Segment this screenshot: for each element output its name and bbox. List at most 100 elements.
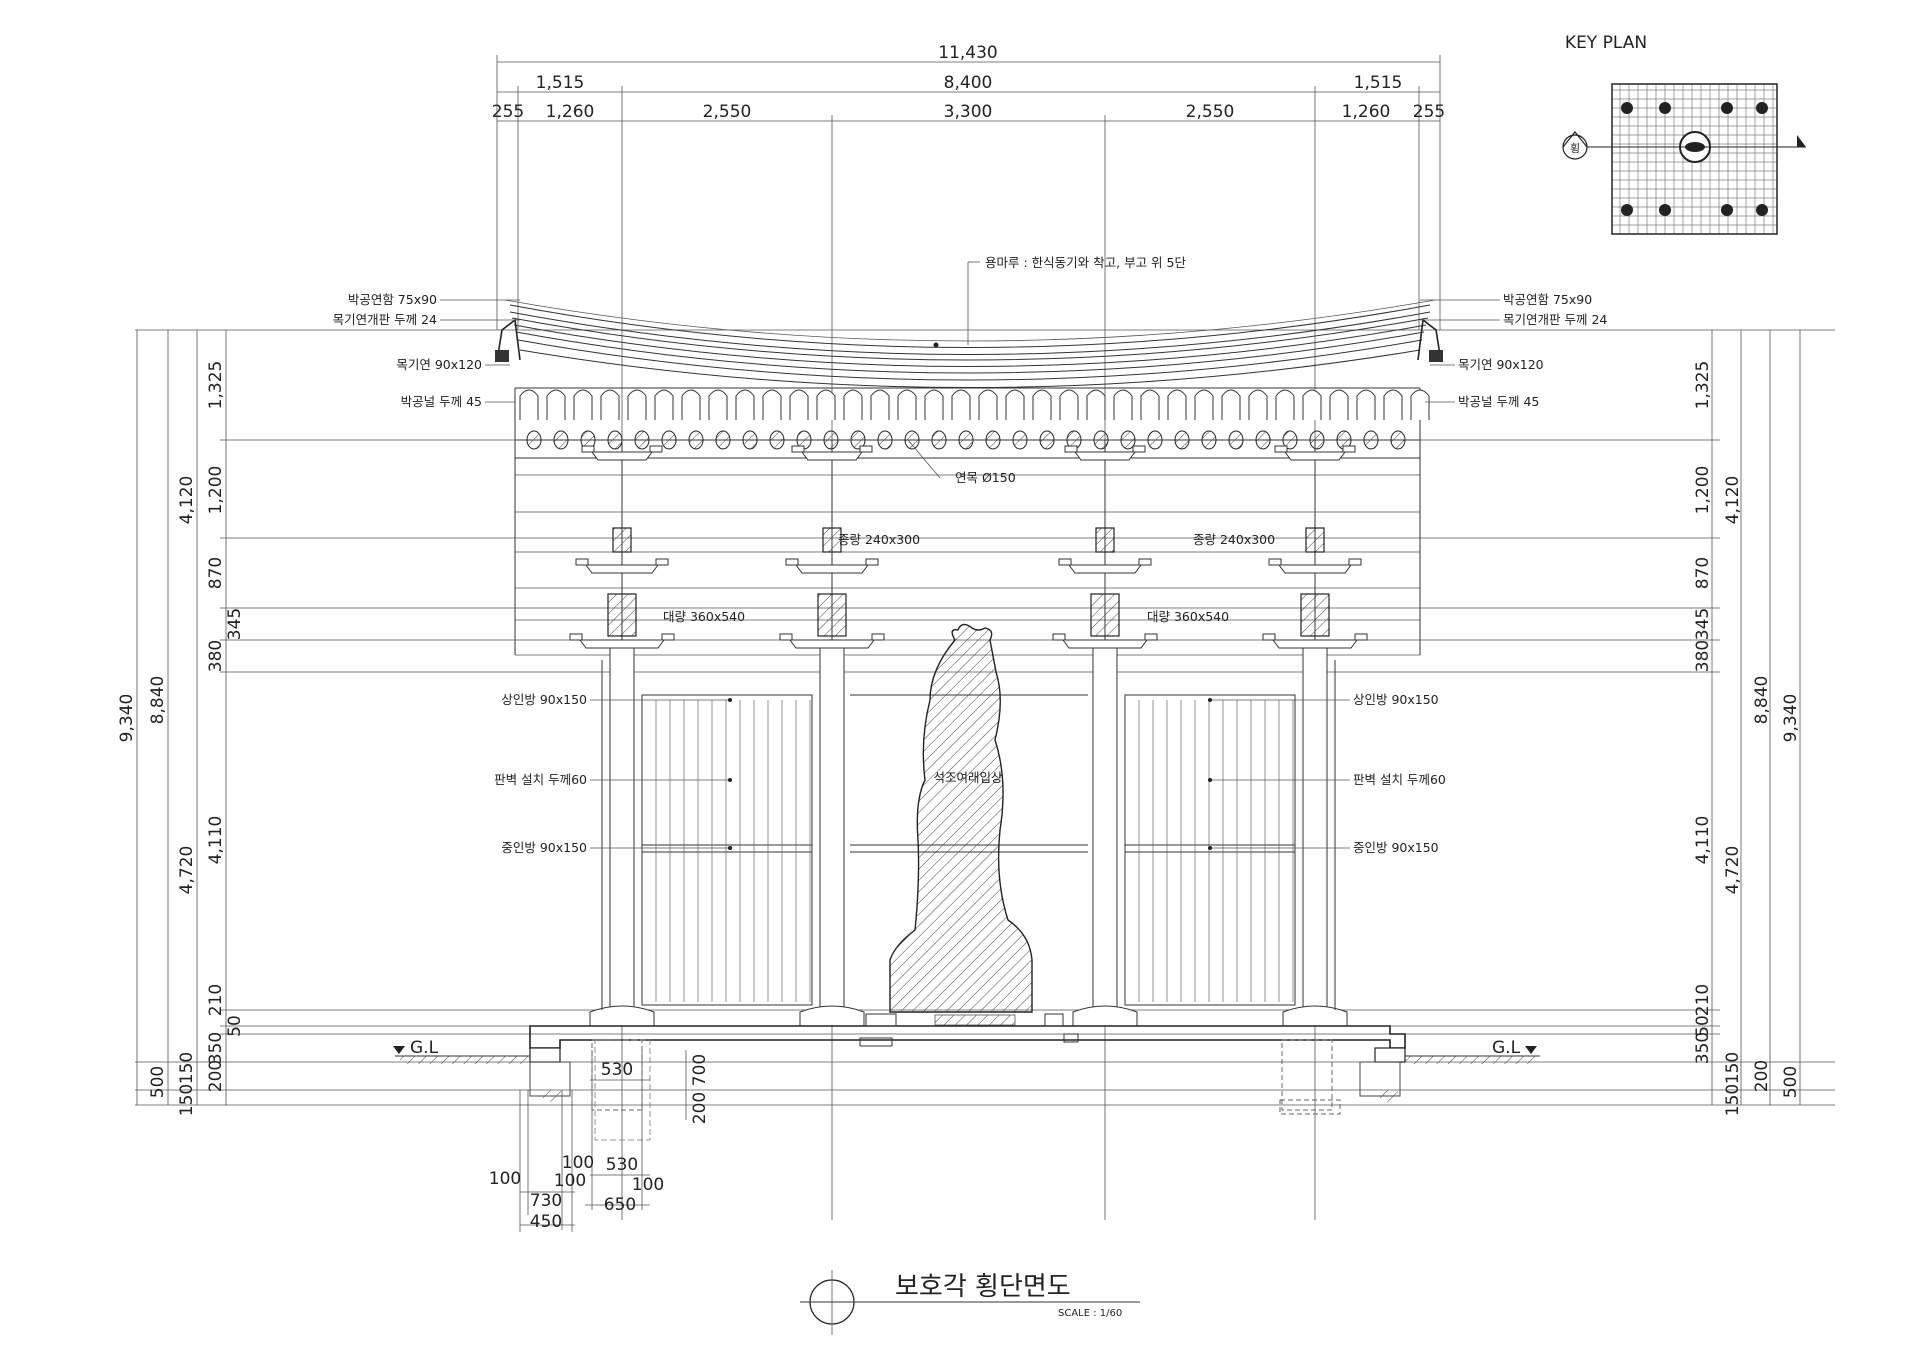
bracket-block (791, 445, 805, 453)
dim-footing-730: 650 (604, 1195, 636, 1215)
label-bargeboard-left: 박공널 두께 45 (401, 394, 482, 409)
dim-seg-350-left: 350 (206, 1032, 226, 1064)
roof-tile (897, 389, 917, 420)
dim-left-overhang: 1,260 (546, 102, 595, 122)
rafter-end (1120, 430, 1136, 450)
main-beam-section (607, 593, 637, 637)
rafter-end (958, 430, 974, 450)
dim-seg-200-left: 200 (206, 1060, 226, 1092)
rafter-end (634, 430, 650, 450)
roof-tile (762, 389, 782, 420)
dim-seg-1200-right: 1,200 (1693, 466, 1713, 515)
dim-footing-700: 700 (690, 1054, 710, 1086)
roof-tile (1302, 389, 1322, 420)
label-bargeboard-frame-left: 박공연함 75x90 (348, 292, 437, 307)
bracket (591, 451, 653, 461)
bracket-block (1052, 633, 1066, 641)
rafter-end (1201, 430, 1217, 450)
roof-tile (1167, 389, 1187, 420)
roof-tile (1032, 389, 1052, 420)
label-middle-lintel-left: 중인방 90x150 (501, 840, 587, 855)
bracket-block (1342, 445, 1356, 453)
label-upper-lintel-right: 상인방 90x150 (1353, 692, 1439, 707)
dim-body-left: 4,720 (177, 846, 197, 895)
roof-tile (627, 389, 647, 420)
dim-seg-210-right: 210 (1693, 984, 1713, 1016)
joist-beam-section (1095, 527, 1115, 553)
bracket (1074, 451, 1136, 461)
bracket-block (569, 633, 583, 641)
column-shaft (819, 639, 845, 1011)
label-barge-panel-left: 목기연개판 두께 24 (333, 312, 437, 327)
dim-footing-200: 200 (690, 1092, 710, 1124)
bracket (1278, 564, 1352, 574)
label-flying-rafter-left: 목기연 90x120 (396, 357, 482, 372)
dim-footing-650: 450 (530, 1212, 562, 1232)
dim-seg-870-left: 870 (206, 557, 226, 589)
label-barge-panel-right: 목기연개판 두께 24 (1503, 312, 1607, 327)
rafter-end (1255, 430, 1271, 450)
roof-tile (1140, 389, 1160, 420)
bracket-block (871, 633, 885, 641)
roof-tile (1410, 389, 1430, 420)
bracket-block (1064, 445, 1078, 453)
bracket-block (1144, 633, 1158, 641)
rafter-end (1012, 430, 1028, 450)
dim-footing-450: 730 (530, 1191, 562, 1211)
dim-seg-50-left: 50 (225, 1015, 245, 1037)
rafter-end (1309, 430, 1325, 450)
rafter-end (904, 430, 920, 450)
dim-roof-left: 4,120 (177, 476, 197, 525)
joist-beam-section (612, 527, 632, 553)
dim-seg-380-left: 380 (206, 640, 226, 672)
title-block: 보호각 횡단면도 SCALE : 1/60 (800, 1270, 1140, 1335)
dim-seg-870-right: 870 (1693, 557, 1713, 589)
dim-right-eave: 1,515 (1354, 73, 1403, 93)
dim-seg-1200-left: 1,200 (206, 466, 226, 515)
column-base (589, 1005, 655, 1027)
panel-wall-frame (641, 694, 813, 1006)
bracket-block (1274, 445, 1288, 453)
label-panel-wall-left: 판벽 설치 두께60 (494, 772, 587, 787)
label-joist-beam-left: 종량 240x300 (838, 532, 920, 547)
bracket-block (865, 558, 879, 566)
rafter-end (526, 430, 542, 450)
column-shaft (1302, 639, 1328, 1011)
dim-left-edge: 255 (492, 102, 524, 122)
bracket (585, 564, 659, 574)
joist-beam-section (1305, 527, 1325, 553)
label-rafter: 연목 Ø150 (955, 470, 1016, 485)
dim-left-eave: 1,515 (536, 73, 585, 93)
dim-total-height-right: 9,340 (1781, 694, 1801, 743)
rafter-end (553, 430, 569, 450)
section-marker: 횡 (1570, 142, 1580, 155)
roof-tile (681, 389, 701, 420)
rafter-end (1228, 430, 1244, 450)
label-bargeboard-frame-right: 박공연함 75x90 (1503, 292, 1592, 307)
rafter-end (688, 430, 704, 450)
dim-seg-50-right: 50 (1693, 1015, 1713, 1037)
roof-tile (708, 389, 728, 420)
roof-tile (1383, 389, 1403, 420)
bracket (1272, 639, 1358, 649)
roof-tile (546, 389, 566, 420)
roof-tile (870, 389, 890, 420)
columns (569, 440, 1368, 1027)
dim-right-bay: 2,550 (1186, 102, 1235, 122)
main-beam-section (817, 593, 847, 637)
rafter-end (1282, 430, 1298, 450)
dim-footing-100c: 100 (554, 1171, 586, 1191)
dim-footing-100d: 100 (632, 1175, 664, 1195)
rafter-end (877, 430, 893, 450)
dim-seg-350-right: 350 (1693, 1032, 1713, 1064)
roof-tile (1221, 389, 1241, 420)
column-base (1282, 1005, 1348, 1027)
dim-seg-500-right: 500 (1781, 1066, 1801, 1098)
dim-seg-200-right: 200 (1752, 1060, 1772, 1092)
roof-tile (1356, 389, 1376, 420)
rafter-end (1390, 430, 1406, 450)
bracket-block (1354, 633, 1368, 641)
bracket (795, 564, 869, 574)
